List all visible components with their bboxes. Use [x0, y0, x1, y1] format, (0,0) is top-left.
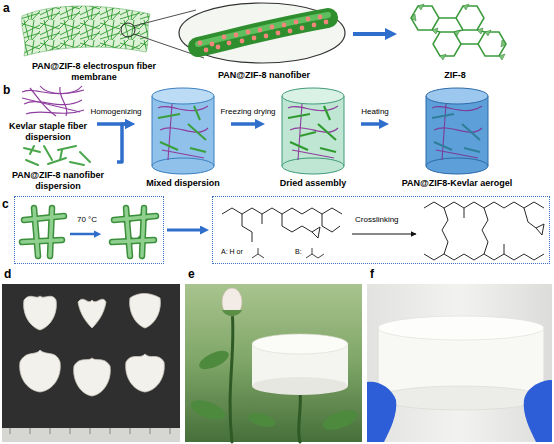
node-label: PAN@ZIF-8 nanofiber [218, 70, 310, 80]
node-label: Crosslinking [355, 215, 399, 224]
step-label: Freezing drying [219, 108, 276, 117]
dotted-box: 70 °C [14, 196, 164, 264]
mixed-cylinder [152, 88, 214, 174]
panel-letter: c [2, 198, 9, 210]
node-label: PAN@ZIF-8 electrospun fiber membrane [10, 61, 178, 82]
illustrated-node: PAN@ZIF-8 nanofiber dispersion [2, 142, 114, 191]
panel-letter: a [3, 2, 10, 14]
rose-photo [185, 284, 362, 442]
large-aerogel-photo [367, 284, 552, 442]
process-arrow [353, 32, 389, 36]
cylinder-node: PAN@ZIF8-Kevlar aerogel [392, 88, 522, 188]
step-label: Heating [360, 108, 390, 117]
aerogel-shapes-photo [2, 284, 180, 442]
kevlar-dispersion [22, 86, 84, 116]
fused-fiber-sketch [112, 208, 156, 256]
aerogel-cylinder [426, 88, 488, 174]
node-label: Dried assembly [280, 178, 347, 188]
step-label: Homogenizing [89, 108, 142, 117]
node-label: PAN@ZIF8-Kevlar aerogel [402, 178, 513, 188]
dried-cylinder [282, 88, 344, 174]
process-arrow [361, 122, 382, 126]
fiber-sketch [22, 208, 64, 256]
heat-arrow [70, 233, 96, 236]
zif8-framework [411, 4, 506, 60]
illustrated-node: ZIF-8 [400, 2, 510, 80]
panel-letter: d [4, 268, 11, 280]
node-label: Kevlar staple fiber dispersion [2, 121, 94, 142]
process-arrow [231, 122, 258, 126]
polymer-structure [222, 208, 342, 242]
node-note: B: [295, 248, 302, 256]
node-label: PAN@ZIF-8 nanofiber dispersion [2, 170, 114, 191]
fiber-membrane [22, 6, 150, 56]
node-label: ZIF-8 [444, 70, 466, 80]
substituent-structure [252, 248, 324, 258]
crosslinked-structure [424, 202, 544, 260]
node-label: Mixed dispersion [146, 178, 220, 188]
illustrated-node: PAN@ZIF-8 electrospun fiber membrane [10, 2, 178, 82]
node-note: A: H or [221, 248, 243, 256]
node-label: 70 °C [77, 215, 97, 224]
nanofiber-zoom [179, 3, 345, 63]
dotted-box: Crosslinking A: H or B: [212, 196, 550, 264]
process-arrow [167, 229, 203, 232]
illustrated-node: Kevlar staple fiber dispersion [2, 84, 94, 142]
process-arrow [117, 124, 128, 162]
zoom-node: PAN@ZIF-8 nanofiber [178, 2, 350, 80]
cylinder-node: Mixed dispersion [138, 88, 228, 188]
cylinder-node: Dried assembly [268, 88, 358, 188]
panel-letter: b [3, 84, 10, 96]
crosslink-arrow [352, 233, 416, 234]
panel-letter: f [370, 268, 374, 280]
panel-letter: e [188, 268, 195, 280]
nanofiber-dispersion [24, 146, 90, 165]
